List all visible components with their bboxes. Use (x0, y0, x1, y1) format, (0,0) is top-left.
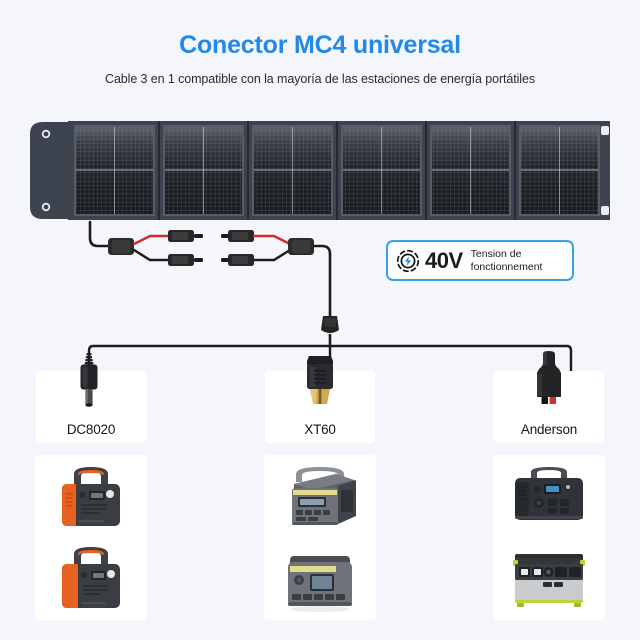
cable-junction-block (321, 316, 339, 333)
connector-card-anderson[interactable]: Anderson (494, 351, 604, 443)
mc4-male-top (168, 230, 203, 242)
voltage-caption-line1: Tension de (470, 248, 522, 260)
product-image-grey-bottom (264, 538, 376, 618)
page-subtitle: Cable 3 en 1 compatible con la mayoría d… (105, 72, 535, 86)
mc4-male-bottom (168, 254, 203, 266)
mc4-female-bottom (221, 254, 254, 266)
mc4-splitter-left (108, 234, 172, 262)
connector-label-xt60: XT60 (304, 422, 336, 437)
connector-card-dc8020[interactable]: DC8020 (36, 353, 146, 443)
connector-label-dc8020: DC8020 (66, 422, 116, 437)
product-image-black-top (493, 458, 605, 538)
connector-label-anderson: Anderson (520, 422, 578, 437)
page-header: Conector MC4 universal Cable 3 en 1 comp… (0, 30, 640, 88)
connector-card-xt60[interactable]: XT60 (265, 356, 375, 443)
product-card-dc8020[interactable] (35, 455, 147, 620)
mc4-female-top (221, 230, 254, 242)
anderson-plug-icon (537, 351, 561, 404)
product-image-orange-bottom (35, 538, 147, 618)
solar-panel (30, 118, 610, 223)
product-image-grey-top (264, 458, 376, 538)
product-card-anderson[interactable] (493, 455, 605, 620)
voltage-badge: 40V Tension de fonctionnement (386, 240, 574, 281)
page-title: Conector MC4 universal (179, 31, 461, 59)
voltage-value: 40V (425, 247, 463, 273)
product-image-orange-top (35, 458, 147, 538)
product-card-xt60[interactable] (264, 455, 376, 620)
product-image-silver-bottom (493, 538, 605, 618)
lightning-bolt-icon (396, 249, 420, 272)
voltage-caption: Tension de fonctionnement (471, 248, 543, 273)
voltage-caption-line2: fonctionnement (470, 260, 543, 273)
mc4-splitter-right (252, 234, 314, 262)
xt60-plug-icon (307, 356, 333, 404)
dc-barrel-plug-icon (80, 353, 98, 407)
